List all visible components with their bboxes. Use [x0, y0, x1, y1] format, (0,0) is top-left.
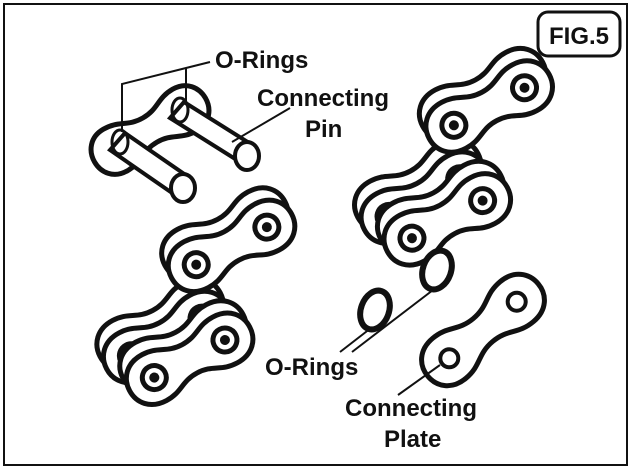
connecting-pin-assembly: [88, 83, 261, 204]
leader-o-rings-top: [121, 61, 211, 132]
label-connecting-plate-line2: Plate: [384, 426, 441, 453]
label-o-rings-top: O-Rings: [215, 47, 308, 74]
connecting-plate: [419, 271, 547, 389]
label-connecting-plate-line1: Connecting: [345, 395, 477, 422]
leader-lines: [121, 61, 441, 396]
label-connecting-pin-line2: Pin: [305, 116, 342, 143]
leader-o-rings-bottom-1: [339, 327, 372, 353]
label-o-rings-bottom: O-Rings: [265, 354, 358, 381]
figure-tag-text: FIG.5: [549, 23, 609, 50]
pin-o-ring-right: [170, 96, 190, 124]
label-connecting-pin-line1: Connecting: [257, 85, 389, 112]
leader-o-rings-bottom-2: [351, 289, 434, 353]
figure-tag: FIG.5: [536, 10, 622, 58]
leader-connecting-pin: [231, 107, 291, 143]
pin-left: [107, 130, 197, 204]
pin-right: [166, 99, 261, 172]
leader-connecting-plate: [397, 364, 441, 396]
loose-o-rings: [357, 247, 455, 333]
pin-o-ring-left: [110, 128, 130, 156]
